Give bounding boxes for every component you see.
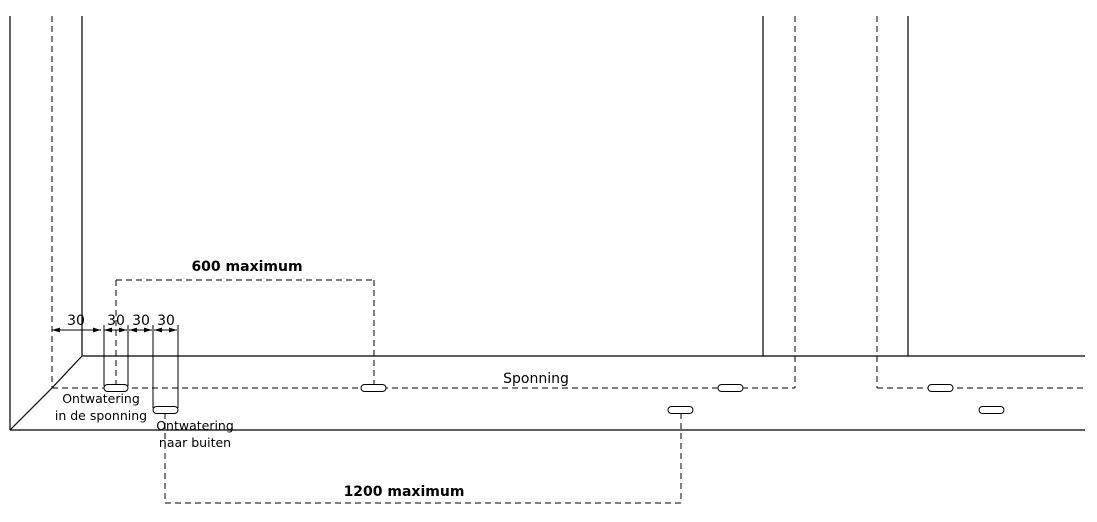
- dimension-1200: 1200 maximum: [164, 413, 682, 504]
- rebate-dashed-lines: [51, 16, 1085, 389]
- drainage-slot-rebate-4: [927, 384, 954, 392]
- sponning-label: Sponning: [503, 371, 569, 387]
- drainage-slot-outside-2: [667, 406, 694, 414]
- dimension-30-label-3: 30: [132, 313, 150, 329]
- dimension-600: 600 maximum: [115, 259, 375, 385]
- ontwatering-buiten-label-line1: Ontwatering: [156, 418, 234, 433]
- annotations: Sponning Ontwatering in de sponning Ontw…: [55, 371, 569, 450]
- dimension-30-label-2: 30: [107, 313, 125, 329]
- drainage-slot-outside-3: [978, 406, 1005, 414]
- dimension-30-chain: 30 30 30 30: [52, 313, 179, 408]
- dimension-600-label: 600 maximum: [191, 259, 302, 275]
- drainage-slot-rebate-2: [360, 384, 387, 392]
- dimension-30-label-4: 30: [157, 313, 175, 329]
- ontwatering-sponning-label-line1: Ontwatering: [62, 391, 140, 406]
- dimension-30-label-1: 30: [67, 313, 85, 329]
- drainage-slot-outside-1: [152, 406, 179, 414]
- drainage-slots: [103, 384, 1005, 414]
- ontwatering-buiten-label-line2: naar buiten: [159, 435, 231, 450]
- dimension-1200-label: 1200 maximum: [344, 484, 465, 500]
- drainage-slot-rebate-3: [717, 384, 744, 392]
- ontwatering-sponning-label-line2: in de sponning: [55, 408, 147, 423]
- frame-outline: [9, 16, 1085, 431]
